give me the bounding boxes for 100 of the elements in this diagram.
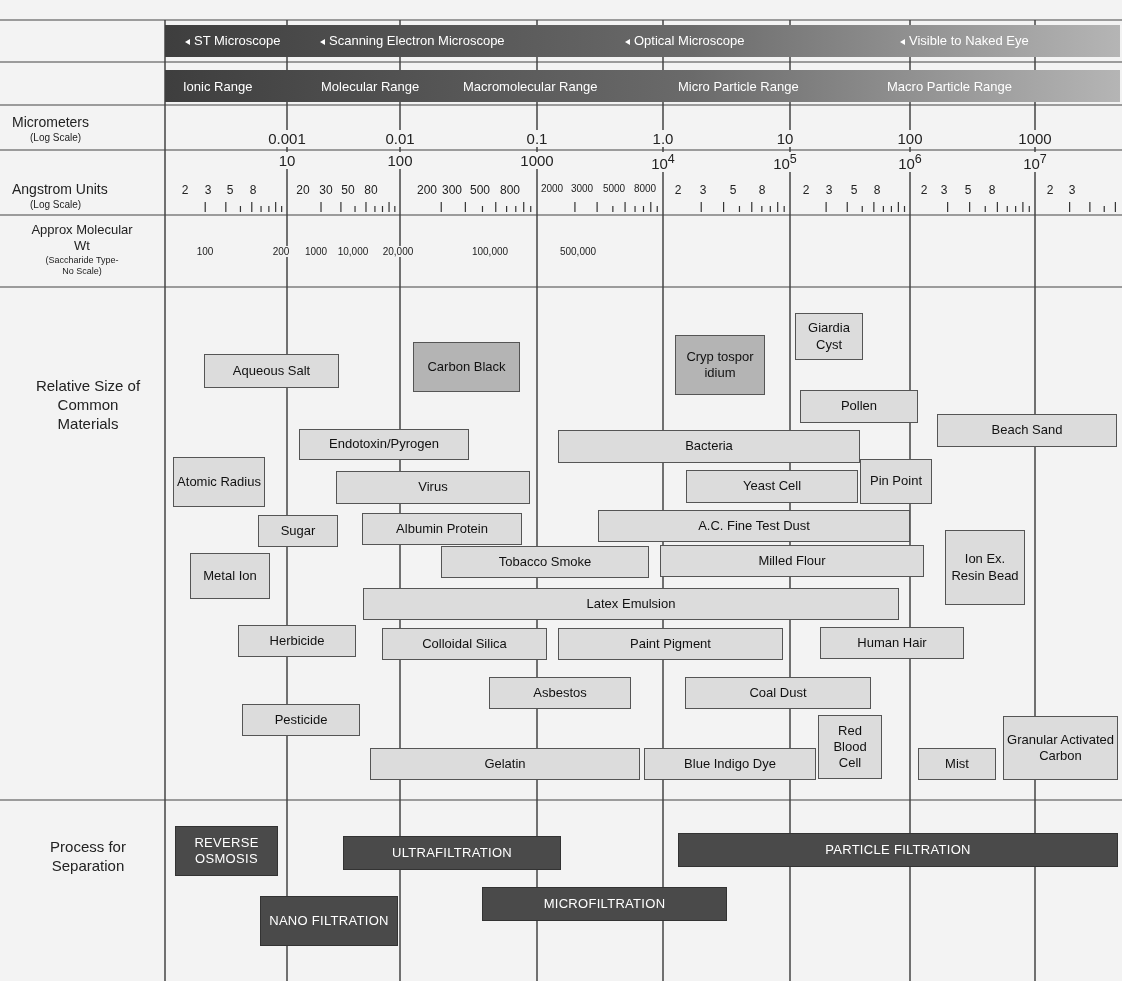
material-box: Asbestos (489, 677, 631, 709)
scale-value: 1000 (1016, 130, 1054, 147)
material-box: Endotoxin/Pyrogen (299, 429, 469, 460)
tick-label: 2 (920, 183, 928, 197)
row-subheading: (Log Scale) (30, 199, 82, 210)
tick-label: 8000 (633, 183, 657, 194)
tick-label: 5 (964, 183, 972, 197)
band-label: Micro Particle Range (678, 79, 799, 94)
scale-value: 1000 (518, 152, 556, 169)
band-label: Macro Particle Range (887, 79, 1012, 94)
molecular-weight-value: 1000 (302, 246, 330, 257)
band-label: Ionic Range (183, 79, 253, 94)
band-label: Optical Microscope (625, 33, 745, 48)
material-box: Gelatin (370, 748, 640, 780)
tick-label: 200 (417, 183, 437, 197)
row-heading: Micrometers (12, 114, 89, 130)
material-box: Beach Sand (937, 414, 1117, 447)
band-label: Visible to Naked Eye (900, 33, 1029, 48)
tick-label: 3 (204, 183, 212, 197)
scale-value: 0.001 (266, 130, 308, 147)
tick-label: 3 (1068, 183, 1076, 197)
band-label: Macromolecular Range (463, 79, 598, 94)
material-box: Pesticide (242, 704, 360, 736)
tick-label: 2 (1046, 183, 1054, 197)
row-heading: Angstrom Units (12, 181, 108, 197)
band-label: Scanning Electron Microscope (320, 33, 505, 48)
molecular-weight-value: 500,000 (557, 246, 599, 257)
tick-label: 2000 (540, 183, 564, 194)
row-subheading: (Saccharide Type-No Scale) (44, 255, 120, 278)
tick-label: 3 (699, 183, 707, 197)
molecular-weight-value: 100 (194, 246, 216, 257)
tick-label: 8 (988, 183, 996, 197)
row-heading: Approx Molecular Wt (30, 222, 134, 255)
tick-label: 80 (364, 183, 378, 197)
scale-value: 10$^{7}$ (1021, 152, 1049, 172)
material-box: Paint Pigment (558, 628, 783, 660)
molecular-weight-value: 20,000 (380, 246, 416, 257)
scale-value: 100 (385, 152, 415, 169)
material-box: Virus (336, 471, 530, 504)
tick-label: 500 (470, 183, 490, 197)
material-box: Yeast Cell (686, 470, 858, 503)
tick-label: 2 (674, 183, 682, 197)
scale-value: 0.01 (383, 130, 417, 147)
material-box: Milled Flour (660, 545, 924, 577)
tick-label: 3 (825, 183, 833, 197)
material-box: Blue Indigo Dye (644, 748, 816, 780)
tick-label: 2 (802, 183, 810, 197)
tick-label: 5000 (602, 183, 626, 194)
material-box: Pollen (800, 390, 918, 423)
scale-value: 0.1 (524, 130, 550, 147)
process-bar: ULTRAFILTRATION (343, 836, 561, 870)
material-box: Granular Activated Carbon (1003, 716, 1118, 780)
tick-label: 5 (226, 183, 234, 197)
process-bar: MICROFILTRATION (482, 887, 727, 921)
tick-label: 300 (442, 183, 462, 197)
tick-label: 5 (850, 183, 858, 197)
tick-label: 20 (296, 183, 310, 197)
material-box: Bacteria (558, 430, 860, 463)
molecular-weight-value: 100,000 (469, 246, 511, 257)
material-box: Latex Emulsion (363, 588, 899, 620)
scale-value: 10$^{5}$ (771, 152, 799, 172)
scale-value: 1.0 (650, 130, 676, 147)
material-box: Giardia Cyst (795, 313, 863, 360)
process-bar: REVERSE OSMOSIS (175, 826, 278, 876)
material-box: Sugar (258, 515, 338, 547)
material-box: Cryp tospor idium (675, 335, 765, 395)
process-bar: NANO FILTRATION (260, 896, 398, 946)
tick-label: 8 (758, 183, 766, 197)
band-label: ST Microscope (185, 33, 281, 48)
material-box: Metal Ion (190, 553, 270, 599)
tick-label: 8 (873, 183, 881, 197)
material-box: Colloidal Silica (382, 628, 547, 660)
tick-label: 2 (181, 183, 189, 197)
row-heading: Relative Size of Common Materials (34, 377, 142, 434)
process-bar: PARTICLE FILTRATION (678, 833, 1118, 867)
material-box: Herbicide (238, 625, 356, 657)
tick-label: 8 (249, 183, 257, 197)
material-box: Ion Ex. Resin Bead (945, 530, 1025, 605)
scale-value: 10$^{4}$ (649, 152, 677, 172)
material-box: Red Blood Cell (818, 715, 882, 779)
material-box: Human Hair (820, 627, 964, 659)
row-subheading: (Log Scale) (30, 132, 82, 143)
material-box: Pin Point (860, 459, 932, 504)
tick-label: 800 (500, 183, 520, 197)
tick-label: 50 (341, 183, 355, 197)
tick-label: 3 (940, 183, 948, 197)
band-label: Molecular Range (321, 79, 420, 94)
tick-label: 3000 (570, 183, 594, 194)
material-box: Coal Dust (685, 677, 871, 709)
material-box: Carbon Black (413, 342, 520, 392)
material-box: A.C. Fine Test Dust (598, 510, 910, 542)
row-heading: Process for Separation (49, 838, 127, 876)
molecular-weight-value: 10,000 (335, 246, 371, 257)
scale-value: 100 (895, 130, 925, 147)
molecular-weight-value: 200 (270, 246, 292, 257)
material-box: Albumin Protein (362, 513, 522, 545)
tick-label: 5 (729, 183, 737, 197)
material-box: Atomic Radius (173, 457, 265, 507)
scale-value: 10$^{6}$ (896, 152, 924, 172)
scale-value: 10 (774, 130, 796, 147)
